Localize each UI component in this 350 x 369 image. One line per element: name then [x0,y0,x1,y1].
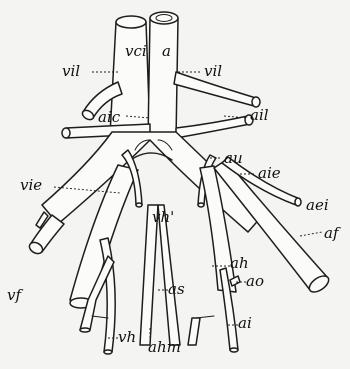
label-vil-right: vil [204,62,222,80]
aorta-trunk [148,12,178,140]
label-ah: ah [230,254,249,272]
label-a: a [162,42,171,60]
label-vie: vie [20,176,42,194]
label-vci: vci [125,42,147,60]
label-vf: vf [7,286,23,304]
left-femoral-vein [27,215,64,256]
label-au: au [224,149,243,167]
label-aie: aie [258,164,281,182]
label-ao: ao [246,272,264,290]
right-lower-link [188,316,214,345]
label-vil-left: vil [62,62,80,80]
label-ail: ail [250,106,269,124]
label-ahm: ahm [148,338,181,356]
label-ai: ai [238,314,252,332]
arteria-iliaca-lateralis [176,115,253,138]
arteria-sacralis [140,205,180,345]
label-aic: aic [98,108,121,126]
label-vh-prime: vh' [152,208,174,226]
label-as: as [168,280,185,298]
label-aei: aei [306,196,329,214]
label-af: af [324,224,341,242]
label-vh: vh [118,328,136,346]
